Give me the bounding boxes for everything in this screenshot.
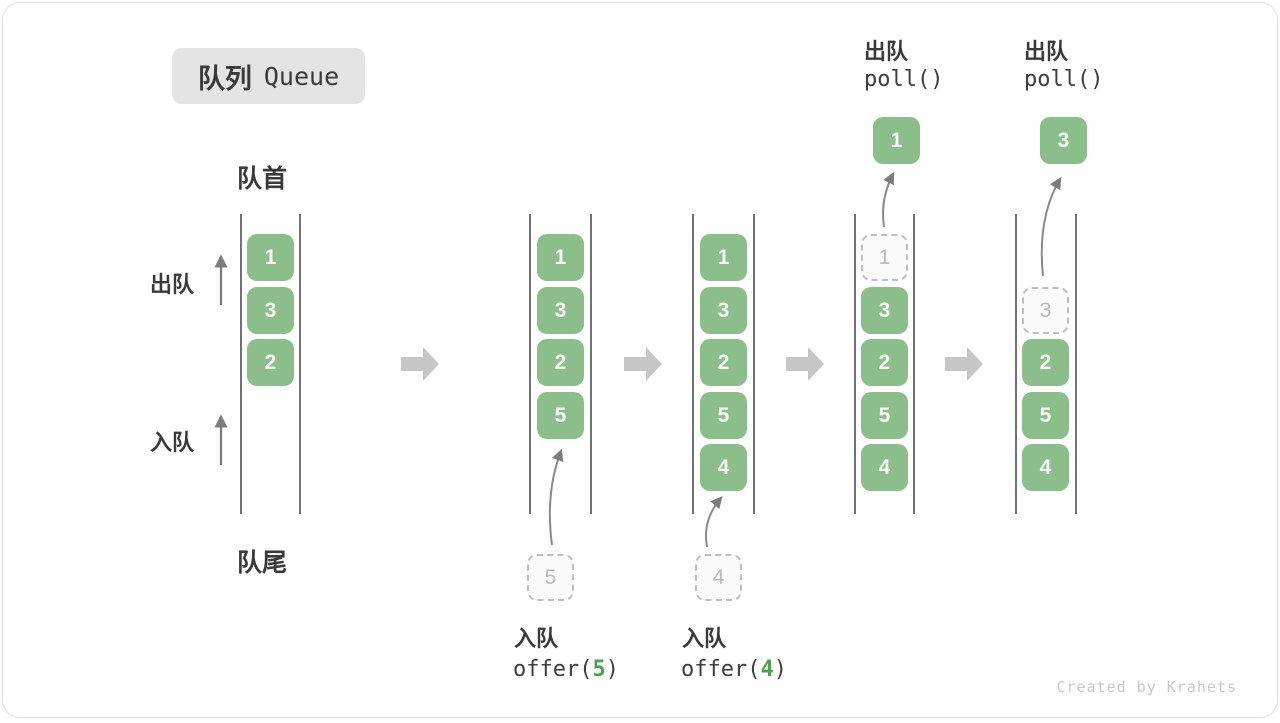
title-badge: 队列 Queue [172,48,365,104]
title-zh: 队列 [197,63,252,94]
queue1-cell: 3 [247,287,294,334]
enqueue4-close: ) [773,657,787,682]
poll2-arrow-icon [1040,176,1062,277]
queue2-cell: 3 [537,287,584,334]
queue2-incoming-cell: 5 [527,554,574,601]
queue-container-lines [240,214,1077,514]
enqueue5-label: 入队 [514,626,559,651]
queue1-cell: 2 [247,339,294,386]
queue5-removed-cell: 3 [1022,287,1069,334]
queue5-cell: 5 [1022,392,1069,439]
queue5-cell: 2 [1022,339,1069,386]
queue2-cell: 1 [537,234,584,281]
block-arrow-icon-3 [786,347,824,381]
queue4-cell: 4 [861,444,908,491]
enqueue5-arrow-icon [548,448,564,546]
queue1-cell: 1 [247,234,294,281]
poll1-code: poll() [864,67,944,92]
queue4-cell: 2 [861,339,908,386]
poll2-label: 出队 [1024,39,1069,64]
label-queue-front: 队首 [237,165,288,193]
queue3-cell: 5 [700,392,747,439]
operation-arrows [548,171,1062,548]
block-arrow-icon-2 [624,347,662,381]
queue4-removed-cell: 1 [861,234,908,281]
queue4-cell: 5 [861,392,908,439]
poll1-arrow-icon [882,171,895,228]
enqueue4-code: offer(4) [681,657,787,682]
poll2-code: poll() [1024,67,1104,92]
title-en: Queue [263,61,340,91]
enqueue4-arg: 4 [760,657,774,682]
enqueue5-arg: 5 [592,657,606,682]
enqueue4-label: 入队 [682,626,727,651]
queue3-cell: 1 [700,234,747,281]
label-queue-rear: 队尾 [237,549,288,577]
block-arrow-icon-4 [945,347,983,381]
enqueue5-fn: offer( [513,657,593,682]
queue3-cell: 4 [700,444,747,491]
enqueue5-code: offer(5) [513,657,619,682]
queue4-cell: 3 [861,287,908,334]
queue2-cell: 2 [537,339,584,386]
queue2-cell: 5 [537,392,584,439]
queue5-cell: 4 [1022,444,1069,491]
label-enqueue: 入队 [150,430,195,455]
watermark-credit: Created by Krahets [1056,678,1237,696]
queue3-cell: 3 [700,287,747,334]
block-arrow-icon-1 [401,347,439,381]
queue3-cell: 2 [700,339,747,386]
enqueue5-close: ) [605,657,619,682]
enqueue4-fn: offer( [681,657,761,682]
queue4-extracted-cell: 1 [873,117,920,164]
queue3-incoming-cell: 4 [695,554,742,601]
poll1-label: 出队 [864,39,909,64]
label-dequeue: 出队 [150,272,195,297]
enqueue4-arrow-icon [705,496,723,548]
arrows-and-lines-layer [214,171,1077,548]
queue5-extracted-cell: 3 [1040,117,1087,164]
